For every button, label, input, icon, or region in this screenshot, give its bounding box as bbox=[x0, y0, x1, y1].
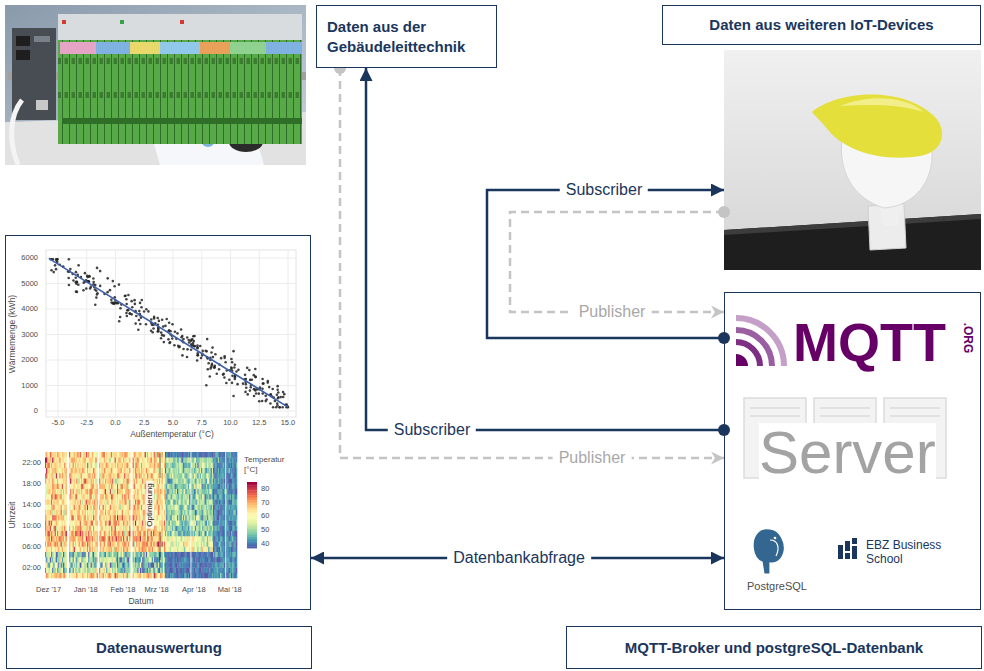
stage: Daten aus der GebäudeleittechnikDaten au… bbox=[0, 0, 984, 671]
